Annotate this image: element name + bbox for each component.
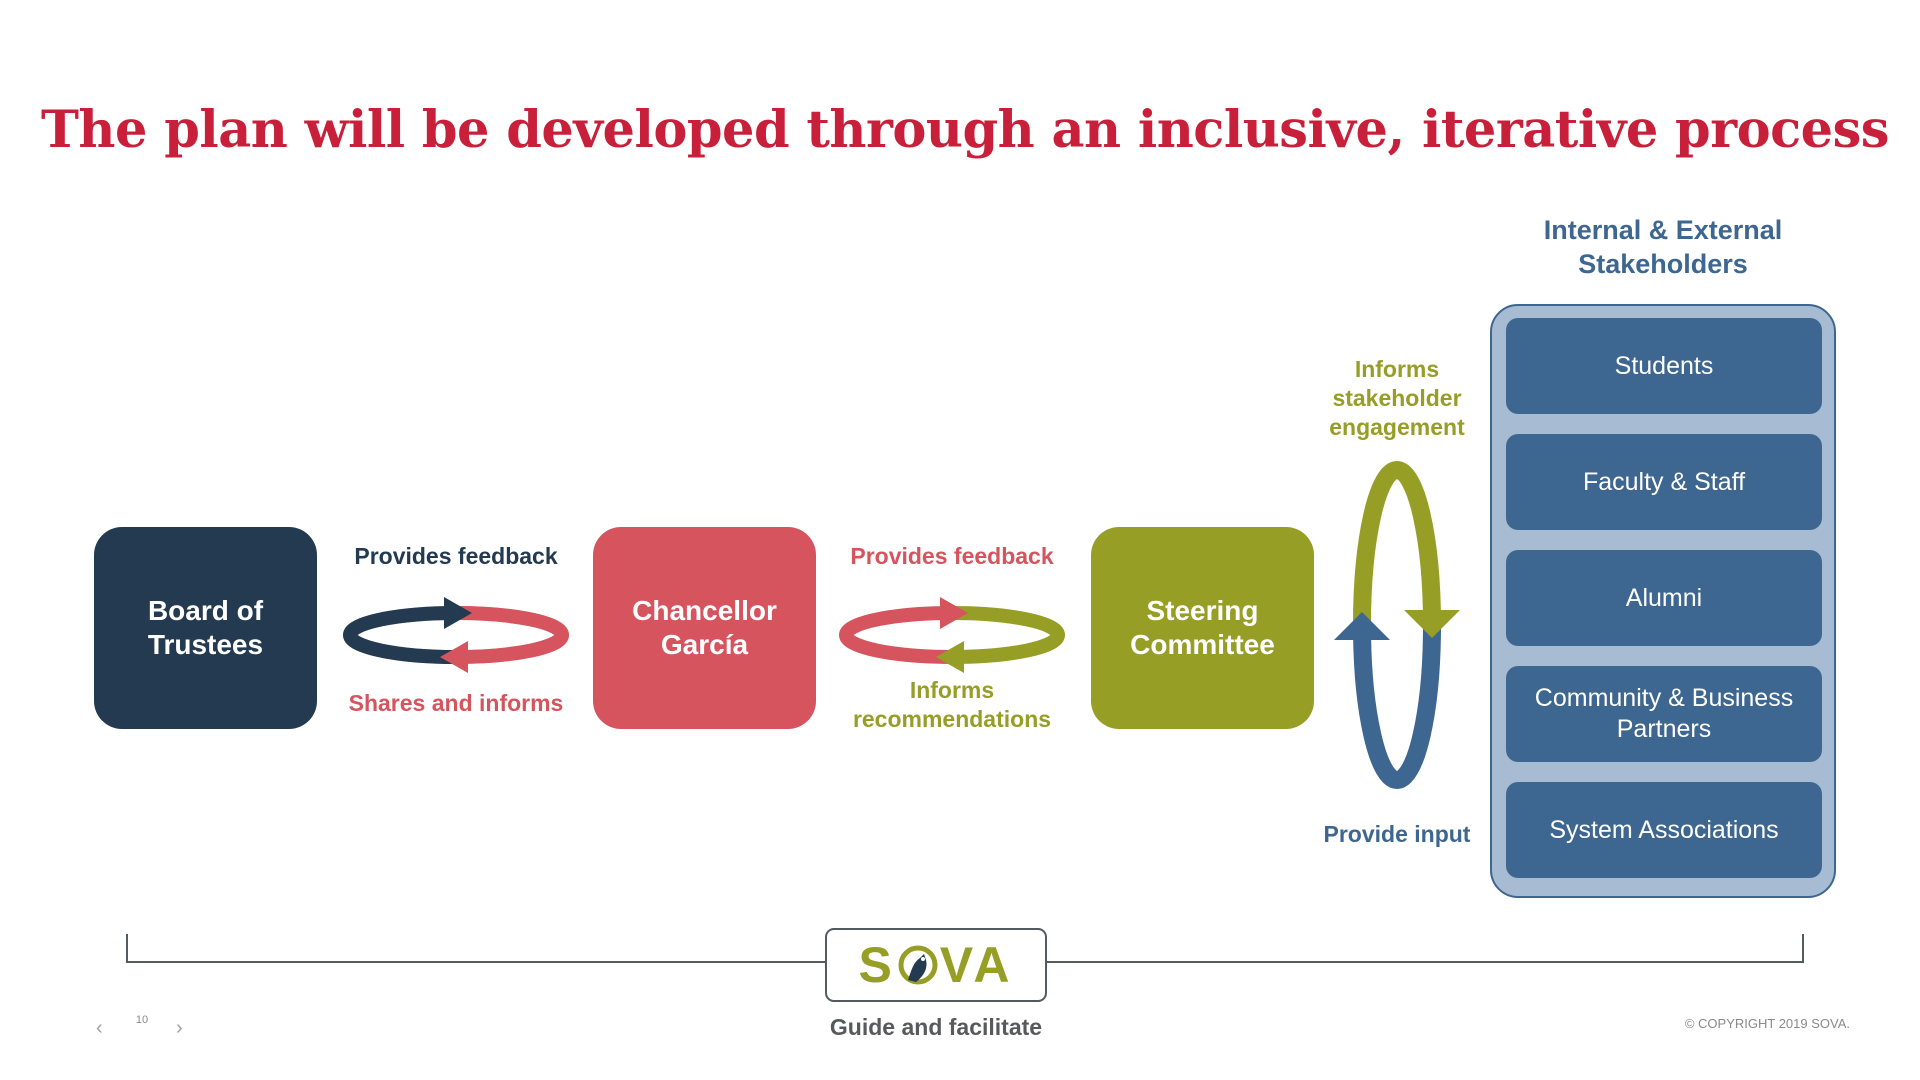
feedback-cycle-icon-1: [342, 597, 570, 673]
feedback-cycle-icon-2: [838, 597, 1066, 673]
slide-title: The plan will be developed through an in…: [40, 100, 1890, 160]
steering-committee-label: Steering Committee: [1130, 595, 1275, 660]
owl-logo-icon: [898, 945, 938, 985]
cycle2-bottom-label: Informs recommendations: [852, 677, 1052, 732]
stakeholders-heading: Internal & External Stakeholders: [1543, 215, 1783, 279]
cycle2-top-label: Provides feedback: [850, 543, 1054, 569]
sova-logo: S VA: [825, 928, 1047, 1002]
board-of-trustees-label: Board of Trustees: [147, 595, 264, 660]
stakeholder-community-business: Community & Business Partners: [1506, 666, 1822, 762]
board-of-trustees-box: Board of Trustees: [94, 527, 317, 729]
chancellor-label: Chancellor García: [632, 595, 777, 660]
steering-committee-box: Steering Committee: [1091, 527, 1314, 729]
stakeholder-alumni: Alumni: [1506, 550, 1822, 646]
stakeholder-students: Students: [1506, 318, 1822, 414]
cycle3-top-label: Informs stakeholder engagement: [1329, 356, 1465, 440]
copyright-text: © COPYRIGHT 2019 SOVA.: [1684, 1016, 1850, 1031]
cycle1-bottom-label: Shares and informs: [348, 690, 564, 716]
prev-slide-icon[interactable]: ‹: [96, 1017, 103, 1039]
guide-caption: Guide and facilitate: [829, 1014, 1043, 1040]
stakeholders-panel: Students Faculty & Staff Alumni Communit…: [1490, 304, 1836, 898]
cycle3-bottom-label: Provide input: [1323, 821, 1471, 847]
next-slide-icon[interactable]: ›: [176, 1017, 183, 1039]
stakeholder-system-associations: System Associations: [1506, 782, 1822, 878]
page-number: 10: [135, 1014, 149, 1026]
feedback-cycle-icon-3: [1334, 461, 1460, 789]
stakeholder-faculty-staff: Faculty & Staff: [1506, 434, 1822, 530]
logo-letters-va: VA: [939, 937, 1014, 993]
logo-letter-s: S: [858, 937, 896, 993]
chancellor-box: Chancellor García: [593, 527, 816, 729]
cycle1-top-label: Provides feedback: [354, 543, 558, 569]
